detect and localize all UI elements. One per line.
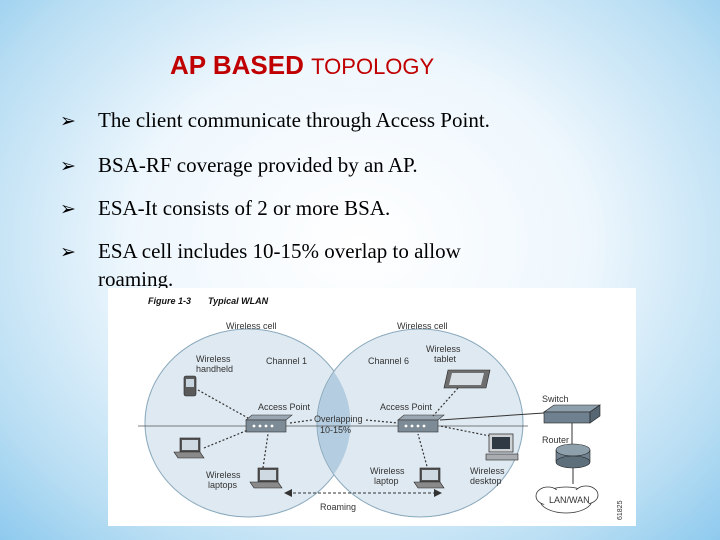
wireless-handheld-icon: [183, 375, 197, 397]
roaming-label: Roaming: [320, 502, 356, 512]
laptop-label-2: laptop: [374, 476, 399, 486]
cell-right-label: Wireless cell: [397, 321, 448, 331]
desktop-label-2: desktop: [470, 476, 502, 486]
wireless-desktop-icon: [485, 433, 519, 461]
bullet-arrow-icon: ➢: [60, 155, 76, 177]
title-bold: AP BASED: [170, 50, 304, 80]
access-point-left-icon: [245, 414, 293, 433]
bullet-item: ➢ The client communicate through Access P…: [60, 108, 490, 133]
wireless-links: [197, 387, 491, 471]
bullet-text: ESA-It consists of 2 or more BSA.: [98, 196, 391, 220]
ap-left-label: Access Point: [258, 402, 311, 412]
laptops-label-1: Wireless: [206, 470, 241, 480]
bullet-item: ➢ ESA cell includes 10-15% overlap to all…: [60, 238, 461, 293]
figure-title: Typical WLAN: [208, 296, 269, 306]
switch-icon: [543, 404, 601, 424]
overlap-label-1: Overlapping: [314, 414, 363, 424]
wireless-tablet-icon: [443, 369, 491, 389]
slide-title: AP BASED TOPOLOGY: [170, 50, 434, 81]
wlan-diagram: Figure 1-3 Typical WLAN Wireless cell Wi…: [138, 296, 624, 520]
figure-code: 61825: [617, 500, 624, 520]
bullet-item: ➢ ESA-It consists of 2 or more BSA.: [60, 196, 390, 221]
overlap-region: [317, 372, 351, 474]
access-point-right-icon: [397, 414, 445, 433]
roaming-arrow-right-head-icon: [434, 489, 442, 497]
router-icon: [555, 443, 591, 469]
bullet-arrow-icon: ➢: [60, 110, 76, 132]
switch-label: Switch: [542, 394, 569, 404]
laptops-label-2: laptops: [208, 480, 238, 490]
laptop-right-icon: [413, 467, 445, 489]
ap-right-label: Access Point: [380, 402, 433, 412]
wlan-figure: Figure 1-3 Typical WLAN Wireless cell Wi…: [108, 288, 636, 526]
handheld-label-1: Wireless: [196, 354, 231, 364]
bullet-arrow-icon: ➢: [60, 198, 76, 220]
router-label: Router: [542, 435, 569, 445]
bullet-text: The client communicate through Access Po…: [98, 108, 490, 132]
laptop-left-1-icon: [173, 437, 205, 459]
figure-number: Figure 1-3: [148, 296, 191, 306]
bullet-text: BSA-RF coverage provided by an AP.: [98, 153, 418, 177]
channel-right-label: Channel 6: [368, 356, 409, 366]
channel-left-label: Channel 1: [266, 356, 307, 366]
roaming-arrow-left-head-icon: [284, 489, 292, 497]
handheld-label-2: handheld: [196, 364, 233, 374]
bullet-text-continuation: roaming.: [98, 267, 174, 291]
uplink-line: [439, 412, 545, 421]
bullet-text: ESA cell includes 10-15% overlap to allo…: [98, 239, 461, 263]
bullet-arrow-icon: ➢: [60, 241, 76, 263]
bullet-item: ➢ BSA-RF coverage provided by an AP.: [60, 153, 418, 178]
desktop-label-1: Wireless: [470, 466, 505, 476]
lan-wan-label: LAN/WAN: [549, 495, 590, 505]
lan-wan-cloud-icon: [535, 485, 599, 514]
cell-left-label: Wireless cell: [226, 321, 277, 331]
laptop-label-1: Wireless: [370, 466, 405, 476]
title-rest: TOPOLOGY: [311, 54, 435, 79]
laptop-left-2-icon: [249, 467, 283, 489]
overlap-label-2: 10-15%: [320, 425, 351, 435]
tablet-label-1: Wireless: [426, 344, 461, 354]
tablet-label-2: tablet: [434, 354, 457, 364]
